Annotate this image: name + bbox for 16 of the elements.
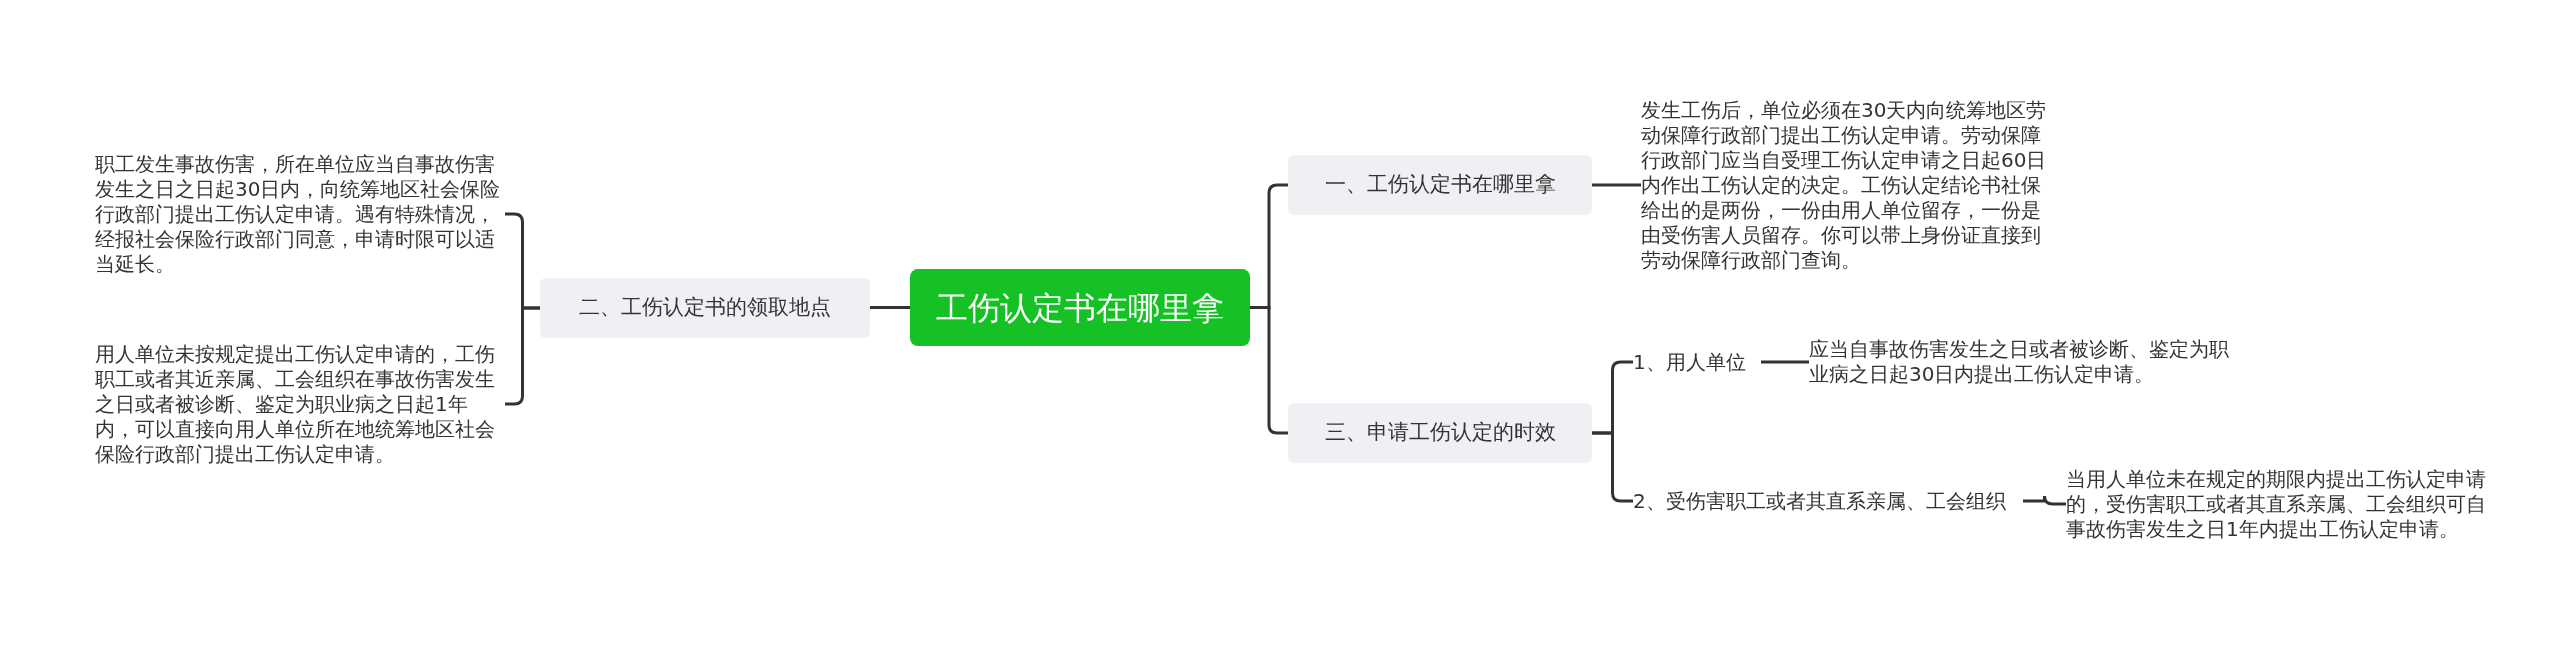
- connector-line: [2023, 494, 2066, 506]
- subtopic-label: 2、受伤害职工或者其直系亲属、工会组织: [1633, 486, 2023, 516]
- note-text: 发生工伤后，单位必须在30天内向统筹地区劳动保障行政部门提出工伤认定申请。劳动保障行政部门应当自受理工伤认定申请之日起60日内作出工伤认定的决定。工伤认定结论书社保给出的是两份，一份由用人单位留存，一份是由受伤害人员留存。你可以带上身份证直接到劳动保障行政部门查询。: [1641, 92, 2051, 278]
- connector-line: [1761, 360, 1809, 364]
- subtopic-label: 1、用人单位: [1633, 347, 1761, 377]
- topic-box: 二、工伤认定书的领取地点: [540, 278, 870, 338]
- note-text: 应当自事故伤害发生之日或者被诊断、鉴定为职业病之日起30日内提出工伤认定申请。: [1809, 337, 2229, 387]
- topic-box: 一、工伤认定书在哪里拿: [1288, 155, 1592, 215]
- connector-line: [1592, 183, 1641, 187]
- topic-box: 三、申请工伤认定的时效: [1288, 403, 1592, 463]
- root-topic-box: 工伤认定书在哪里拿: [910, 269, 1250, 346]
- note-text: 职工发生事故伤害，所在单位应当自事故伤害发生之日之日起30日内，向统筹地区社会保险行政部门提出工伤认定申请。遇有特殊情况，经报社会保险行政部门同意，申请时限可以适当延长。: [95, 146, 505, 282]
- note-text: 当用人单位未在规定的期限内提出工伤认定申请的，受伤害职工或者其直系亲属、工会组织可自事故伤害发生之日1年内提出工伤认定申请。: [2066, 449, 2486, 559]
- connector-line: [870, 306, 910, 309]
- connector-line: [1250, 306, 1288, 435]
- note-text: 用人单位未按规定提出工伤认定申请的，工伤职工或者其近亲属、工会组织在事故伤害发生之日或者被诊断、鉴定为职业病之日起1年内，可以直接向用人单位所在地统筹地区社会保险行政部门提出工伤认定申请。: [95, 336, 505, 472]
